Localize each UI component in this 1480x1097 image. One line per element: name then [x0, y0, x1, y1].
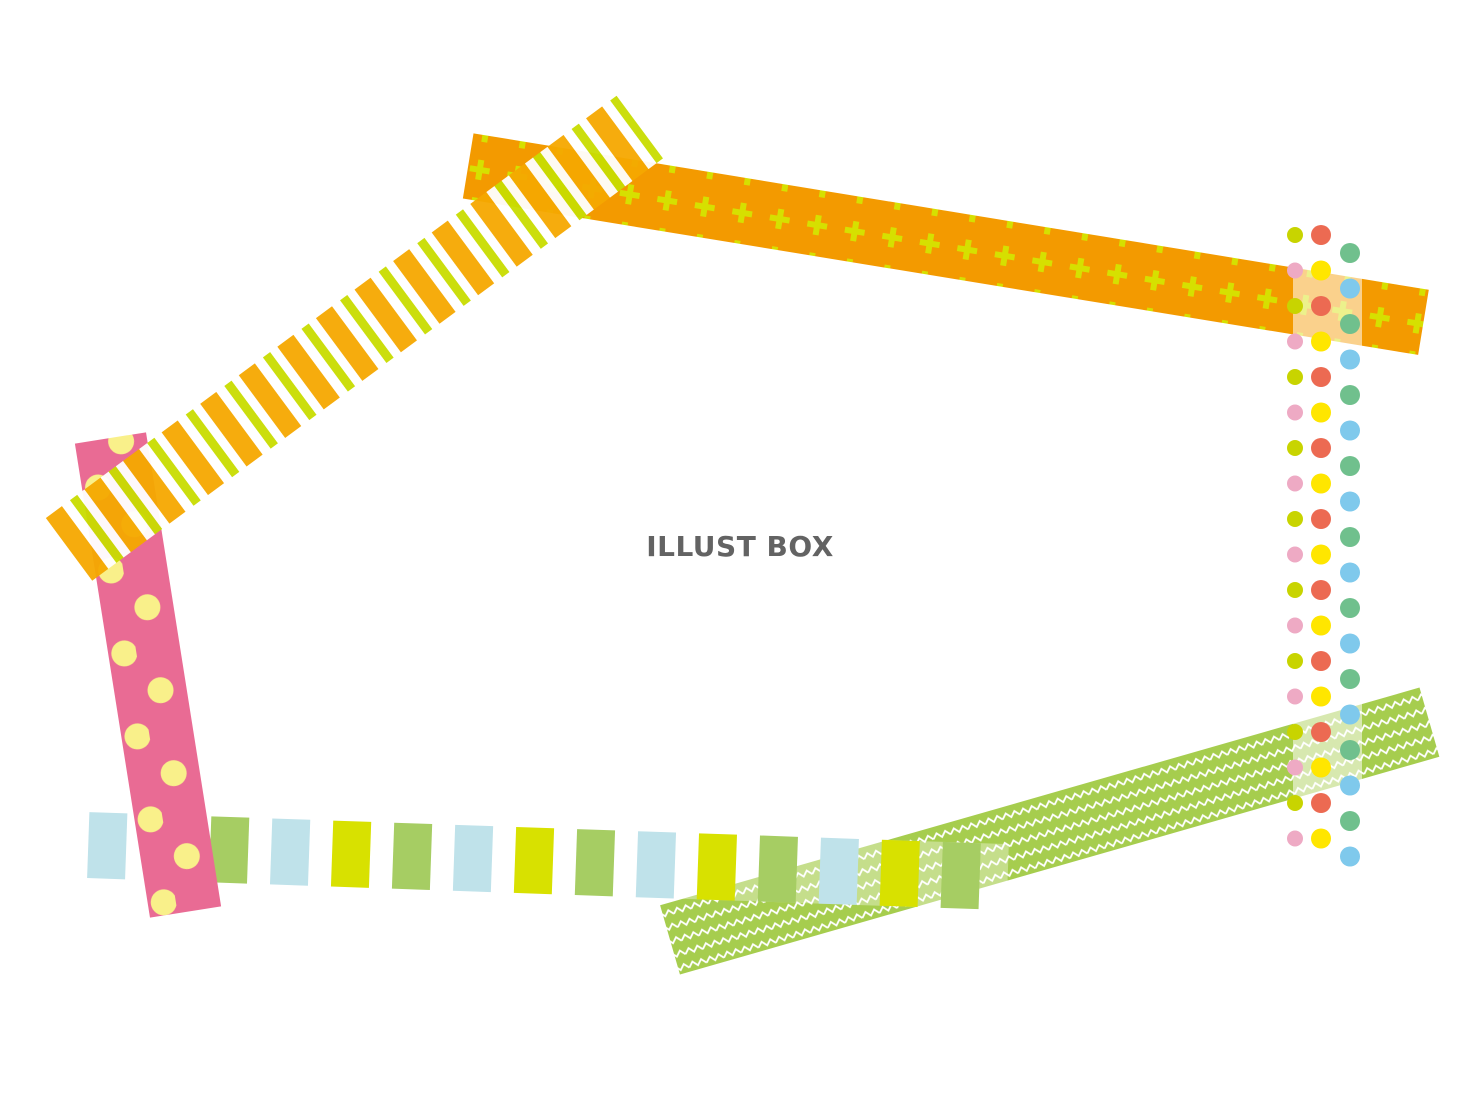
tape-dot [1311, 473, 1331, 494]
tape-dot [1311, 331, 1331, 352]
tape-block [209, 816, 250, 884]
tape-dot [1311, 438, 1331, 458]
tape-dot [1287, 688, 1303, 705]
tape-dot [1287, 830, 1303, 847]
tape-block [452, 824, 494, 893]
tape-dot [1340, 740, 1360, 760]
tape-dot [1340, 704, 1360, 725]
tape-dot [1287, 227, 1303, 243]
tape-dot [1311, 580, 1331, 600]
tape-dot [1340, 598, 1360, 618]
tape-dot [1311, 225, 1331, 245]
tape-dot [1340, 314, 1360, 334]
tape-dot [1311, 722, 1331, 742]
diagonal-stripe-tape [41, 95, 663, 585]
tape-dot [1287, 653, 1303, 669]
tape-dot [1287, 369, 1303, 385]
tape-block [696, 833, 738, 901]
tape-dot [1287, 298, 1303, 314]
tape-dot [1311, 544, 1331, 565]
tape-block [940, 841, 981, 910]
tape-dot [1340, 846, 1360, 867]
tape-dot [1287, 759, 1303, 776]
tape-dot [1340, 811, 1360, 831]
tape-dot [1287, 795, 1303, 811]
tape-dot [1287, 333, 1303, 350]
tape-block [574, 829, 616, 897]
tape-dot [1287, 404, 1303, 421]
tape-dot [1340, 420, 1360, 441]
tape-dot [1340, 775, 1360, 796]
tape-dot [1311, 651, 1331, 671]
tape-dot [1311, 402, 1331, 423]
tape-dot [1340, 385, 1360, 405]
tape-dot [1287, 262, 1303, 279]
tape-dot [1311, 367, 1331, 387]
tape-dot [1287, 582, 1303, 598]
tape-block [330, 820, 372, 888]
tape-dot [1340, 562, 1360, 583]
tape-block [635, 831, 677, 899]
tape-block [879, 839, 920, 908]
watermark-text: ILLUST BOX [646, 530, 834, 563]
pastel-block-stripe-tape [87, 812, 1009, 911]
tape-dot [1287, 617, 1303, 634]
tape-dot [1287, 511, 1303, 527]
tape-dot [1287, 440, 1303, 456]
tape-dot [1287, 546, 1303, 563]
tape-dot [1311, 757, 1331, 778]
tape-dot [1311, 296, 1331, 316]
tape-block [818, 837, 859, 905]
tape-dot [1311, 793, 1331, 813]
tape-dot [1340, 278, 1360, 299]
tape-dot [1311, 615, 1331, 636]
tape-dot [1340, 491, 1360, 512]
tape-dot [1340, 669, 1360, 689]
tape-dot [1340, 349, 1360, 370]
tape-dot [1311, 828, 1331, 849]
tape-block [757, 835, 798, 903]
multicolor-dot-tape [1287, 225, 1362, 870]
tape-block [269, 818, 311, 886]
tape-dot [1340, 633, 1360, 654]
tape-block [87, 812, 128, 880]
tape-dot [1340, 243, 1360, 263]
tape-block [513, 826, 555, 895]
tape-dot [1340, 527, 1360, 547]
tape-dot [1311, 686, 1331, 707]
tape-block [391, 822, 433, 891]
tape-dot [1311, 509, 1331, 529]
tape-dot [1287, 475, 1303, 492]
orange-cross-tape [462, 133, 1429, 355]
tape-dot [1311, 260, 1331, 281]
tape-dot [1340, 456, 1360, 476]
tape-dot [1287, 724, 1303, 740]
